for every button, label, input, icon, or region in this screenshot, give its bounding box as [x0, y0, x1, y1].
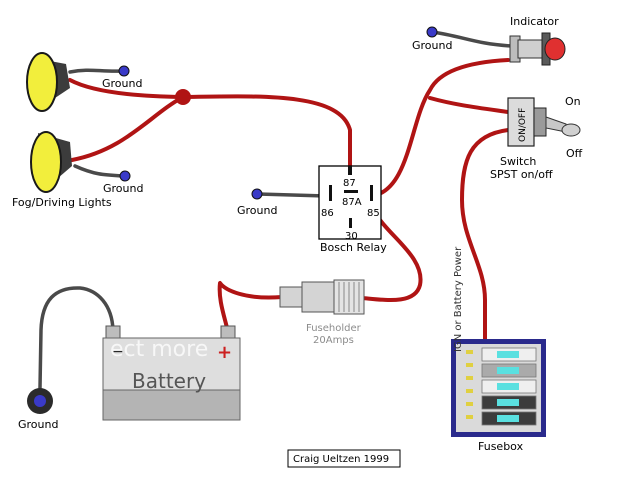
- credit-box: [287, 449, 401, 468]
- wire-battery-ground: [38, 286, 115, 390]
- fuseholder: [279, 279, 365, 315]
- ground-terminal-battery-icon: [27, 388, 53, 414]
- ground-terminal-indicator-icon: [426, 26, 438, 38]
- relay-name-label: Bosch Relay: [320, 241, 387, 254]
- watermark-text: ect more: [110, 337, 208, 362]
- battery-minus-sign: −: [112, 344, 124, 360]
- off-label: Off: [566, 147, 583, 160]
- ground-light-bottom-label: Ground: [103, 182, 143, 195]
- switch-subtitle: SPST on/off: [490, 168, 553, 181]
- battery-label: Battery: [132, 369, 206, 393]
- wire-relay85-switch: [370, 58, 510, 198]
- switch-face-label: ON/OFF: [518, 108, 528, 142]
- indicator-lamp: [509, 32, 566, 66]
- fog-lights-label: Fog/Driving Lights: [12, 196, 112, 209]
- ground-terminal-icons: [27, 26, 438, 414]
- fuseholder-label: Fuseholder: [306, 323, 362, 334]
- fusebox: [451, 339, 546, 437]
- relay-pin-85: 85: [367, 208, 380, 219]
- bosch-relay: [318, 165, 382, 240]
- wire-relay30-fuseholder: [360, 218, 423, 302]
- wire-relay86-ground: [256, 192, 328, 198]
- ground-terminal-light-top-icon: [118, 65, 130, 77]
- credit-label: Craig Ueltzen 1999: [293, 454, 389, 465]
- wire-fuseholder-battery: [217, 281, 284, 334]
- ground-indicator-label: Ground: [412, 39, 452, 52]
- power-wires: [68, 58, 510, 342]
- wire-junction-relay87: [181, 94, 352, 174]
- wire-indicator-ground: [430, 30, 514, 48]
- indicator-label: Indicator: [510, 15, 559, 28]
- relay-pin-86: 86: [321, 208, 334, 219]
- battery-plus-sign: +: [217, 342, 232, 363]
- ground-terminal-relay-icon: [251, 188, 263, 200]
- wire-switch-branch: [428, 96, 510, 114]
- fog-light-bottom: [30, 131, 72, 193]
- spst-switch: [507, 97, 581, 147]
- ground-terminal-light-bottom-icon: [119, 170, 131, 182]
- on-label: On: [565, 95, 581, 108]
- fog-light-top: [26, 52, 70, 112]
- wire-lamp1-ground: [68, 68, 124, 74]
- wire-lamp2-junction: [70, 95, 185, 162]
- switch-title: Switch: [500, 155, 536, 168]
- ground-wires: [38, 30, 514, 390]
- battery: [102, 325, 241, 421]
- fusebox-label: Fusebox: [478, 440, 524, 453]
- wire-lamp1-junction: [68, 78, 185, 99]
- ign-power-label: IGN or Battery Power: [453, 246, 464, 352]
- relay-pin-87: 87: [343, 178, 356, 189]
- ground-battery-label: Ground: [18, 418, 58, 431]
- relay-pin-30: 30: [345, 231, 358, 242]
- ground-light-top-label: Ground: [102, 77, 142, 90]
- wire-lamp2-ground: [73, 164, 126, 178]
- wire-switch-fusebox: [460, 128, 510, 342]
- splice-junction: [175, 89, 191, 105]
- fuseholder-rating-label: 20Amps: [313, 335, 354, 346]
- ground-relay-label: Ground: [237, 204, 277, 217]
- relay-pin-87a: 87A: [342, 197, 362, 208]
